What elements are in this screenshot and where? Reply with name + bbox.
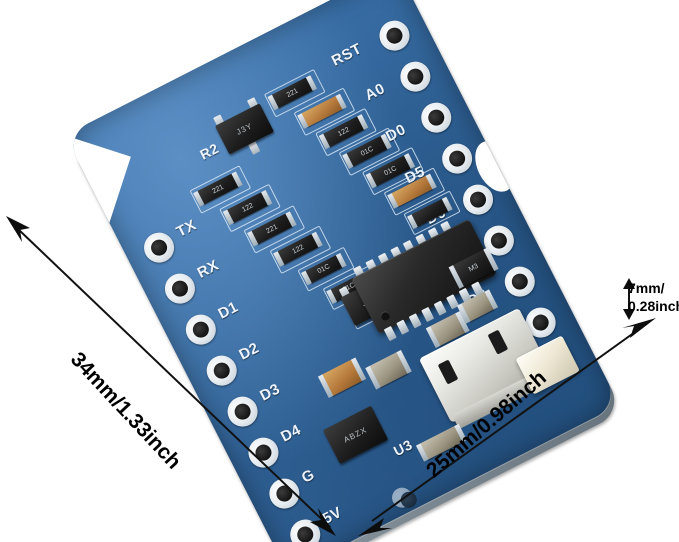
regulator-marking: ABZX	[342, 425, 369, 445]
pad-d8	[499, 261, 540, 302]
pad-tx	[138, 227, 180, 268]
pcb-top-surface: TX RX D1 D2 D3 D4 G 5V RST A0 D0 D5 D6 D…	[64, 0, 620, 542]
pin-label-d4: D4	[278, 421, 304, 446]
arrowhead-thickness-top	[623, 278, 635, 289]
dimension-line-thickness	[628, 286, 630, 312]
pin-label-a0: A0	[362, 79, 388, 105]
pin-label-rst: RST	[328, 40, 365, 70]
arrowhead-width-start	[358, 518, 392, 536]
arrowhead-length-start	[6, 216, 30, 242]
arrowhead-width-end	[622, 318, 656, 338]
pin-label-rx: RX	[194, 256, 222, 282]
regulator-ic: ABZX	[322, 405, 389, 465]
pad-rst	[374, 15, 415, 56]
pad-d1	[180, 309, 222, 350]
pad-d4	[243, 432, 284, 473]
silk-label-r2: R2	[197, 139, 222, 163]
pin-label-tx: TX	[173, 216, 200, 241]
pad-d5	[436, 138, 478, 179]
pad-d3	[222, 391, 263, 432]
inductor-l1	[321, 359, 363, 397]
ic-pin1-dot	[379, 309, 392, 322]
pad-d2	[201, 350, 242, 391]
pad-d0	[416, 97, 457, 138]
transistor-marking-q1: J3Y	[234, 121, 255, 137]
pad-rx	[159, 268, 201, 309]
pcb-corner-chamfer	[64, 132, 131, 231]
pin-label-d3: D3	[257, 380, 283, 405]
pad-a0	[395, 56, 436, 97]
arrowhead-length-end	[310, 508, 336, 536]
pin-label-d1: D1	[215, 298, 242, 323]
silk-label-u3: U3	[390, 436, 415, 460]
dimension-label-thickness-line1: 7mm/	[628, 280, 665, 296]
dimension-label-thickness-line2: 0.28inch	[628, 297, 679, 314]
pad-g	[264, 473, 305, 514]
arrowhead-thickness-bottom	[623, 309, 635, 320]
capacitor-c3	[368, 351, 409, 388]
dimension-label-thickness: 7mm/ 0.28inch	[628, 280, 679, 315]
pin-label-d2: D2	[236, 339, 263, 364]
dimension-label-length: 34mm/1.33inch	[65, 347, 186, 474]
pin-label-g: G	[298, 466, 318, 487]
